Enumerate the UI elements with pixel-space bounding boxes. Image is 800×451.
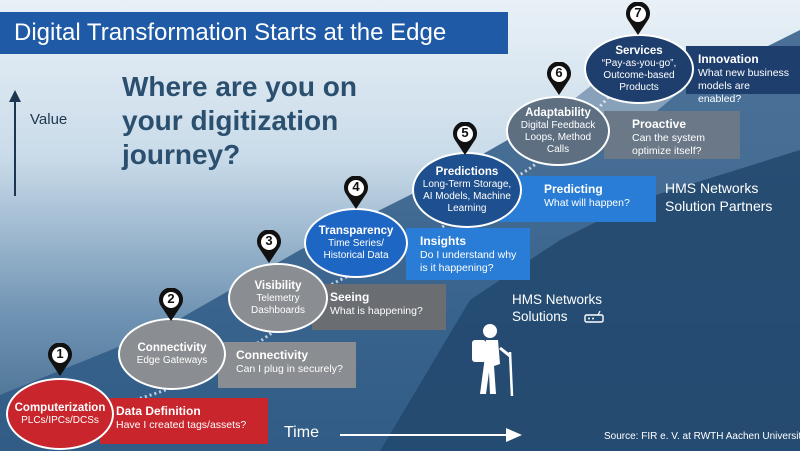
router-icon xyxy=(584,311,604,323)
hms-solutions-text: HMS Networks Solutions xyxy=(512,292,603,324)
stage-5-question-title: Predicting xyxy=(544,182,603,196)
stage-4-title: Transparency xyxy=(318,225,394,237)
hiker-icon xyxy=(472,324,514,397)
map-pin-icon: 7 xyxy=(625,1,651,36)
stage-1-question-text: Have I created tags/assets? xyxy=(116,419,247,431)
stage-7-title: Services xyxy=(615,45,663,57)
stage-2-question-text: Can I plug in securely? xyxy=(236,363,343,375)
stage-2-bubble: Connectivity Edge Gateways xyxy=(118,318,226,390)
arrow-right-icon xyxy=(340,428,522,442)
stage-7-question-box: Innovation What new business models are … xyxy=(686,46,800,105)
stage-4-subtitle: Time Series/ Historical Data xyxy=(323,238,389,261)
stage-2-question-title: Connectivity xyxy=(236,348,309,362)
stage-1-title: Computerization xyxy=(14,402,106,414)
journey-question: Where are you on your digitization journ… xyxy=(122,71,357,170)
stage-7-number: 7 xyxy=(634,5,642,20)
stage-5-question-box: Predicting What will happen? xyxy=(500,176,656,222)
map-pin-icon: 3 xyxy=(256,229,282,264)
stage-5-subtitle: Long-Term Storage, AI Models, Machine Le… xyxy=(422,179,512,214)
stage-5-number: 5 xyxy=(461,125,469,140)
stage-2-number: 2 xyxy=(167,291,175,306)
hms-solutions-label: HMS Networks Solutions xyxy=(512,291,616,325)
stage-6-bubble: Adaptability Digital Feedback Loops, Met… xyxy=(506,96,610,166)
stage-1-question-box: Data Definition Have I created tags/asse… xyxy=(100,398,268,444)
stage-1-subtitle: PLCs/IPCs/DCSs xyxy=(21,415,99,426)
map-pin-icon: 1 xyxy=(47,342,73,377)
stage-6-title: Adaptability xyxy=(525,107,591,119)
hms-partners-label: HMS Networks Solution Partners xyxy=(665,180,773,214)
stage-6-number: 6 xyxy=(555,65,563,80)
source-credit: Source: FIR e. V. at RWTH Aachen Univers… xyxy=(604,431,800,442)
stage-4-question-title: Insights xyxy=(420,234,467,248)
stage-4-question-box: Insights Do I understand why is it happe… xyxy=(406,228,530,280)
stage-1-number: 1 xyxy=(56,346,64,361)
stage-2-question-box: Connectivity Can I plug in securely? xyxy=(218,342,356,388)
x-axis-label: Time xyxy=(284,424,319,441)
stage-4-bubble: Transparency Time Series/ Historical Dat… xyxy=(304,208,408,278)
stage-6-question-text: Can the system optimize itself? xyxy=(632,132,705,157)
stage-7-subtitle: “Pay-as-you-go”, Outcome-based Products xyxy=(601,58,677,93)
stage-3-subtitle: Telemetry Dashboards xyxy=(251,293,305,316)
stage-7-question-text: What new business models are enabled? xyxy=(698,67,790,105)
stage-3-title: Visibility xyxy=(254,280,302,292)
map-pin-icon: 2 xyxy=(158,287,184,322)
stage-3-bubble: Visibility Telemetry Dashboards xyxy=(228,263,328,333)
stage-5-bubble: Predictions Long-Term Storage, AI Models… xyxy=(412,152,522,228)
stage-3-question-title: Seeing xyxy=(330,290,370,304)
map-pin-icon: 5 xyxy=(452,121,478,156)
map-pin-icon: 4 xyxy=(343,175,369,210)
map-pin-icon: 6 xyxy=(546,61,572,96)
stage-6-question-title: Proactive xyxy=(632,117,687,131)
stage-3-number: 3 xyxy=(265,233,273,248)
stage-3-question-box: Seeing What is happening? xyxy=(312,284,446,330)
stage-2-subtitle: Edge Gateways xyxy=(136,355,208,366)
stage-6-question-box: Proactive Can the system optimize itself… xyxy=(604,111,740,159)
stage-2-title: Connectivity xyxy=(137,342,207,354)
stage-5-question-text: What will happen? xyxy=(544,197,630,209)
arrow-up-icon xyxy=(9,90,21,196)
stage-3-question-text: What is happening? xyxy=(330,305,423,317)
stage-5-title: Predictions xyxy=(435,166,499,178)
stage-1-question-title: Data Definition xyxy=(116,404,201,418)
stage-6-subtitle: Digital Feedback Loops, Method Calls xyxy=(520,120,596,155)
stage-7-bubble: Services “Pay-as-you-go”, Outcome-based … xyxy=(584,34,694,104)
stage-7-question-title: Innovation xyxy=(698,52,759,66)
stage-4-question-text: Do I understand why is it happening? xyxy=(420,249,517,274)
y-axis-label: Value xyxy=(30,111,68,128)
stage-4-number: 4 xyxy=(352,179,360,194)
stage-1-bubble: Computerization PLCs/IPCs/DCSs xyxy=(6,378,114,450)
page-title: Digital Transformation Starts at the Edg… xyxy=(0,12,508,54)
